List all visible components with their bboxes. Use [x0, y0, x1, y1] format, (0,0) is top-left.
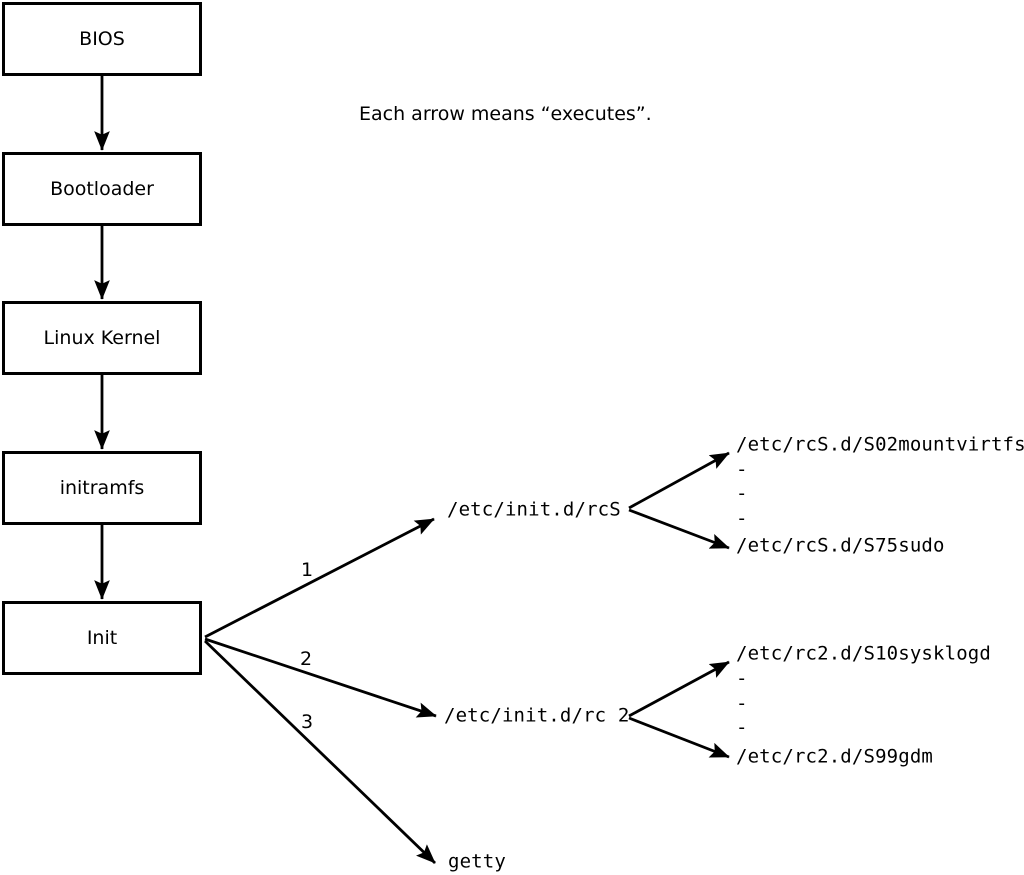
node-init: Init — [2, 601, 202, 675]
arrow-init-to-rc2 — [204, 637, 437, 718]
branch-label-3: 3 — [300, 711, 314, 733]
ellipsis-dash: - — [736, 507, 748, 530]
arrow-rcs-to-s02mountvirtfs — [628, 451, 730, 510]
branch-label-2: 2 — [299, 648, 313, 670]
branch-label-1: 1 — [300, 559, 314, 581]
arrow-rcs-to-s75sudo — [628, 508, 730, 550]
node-bootloader-label: Bootloader — [50, 178, 154, 200]
node-initramfs-label: initramfs — [59, 477, 145, 499]
node-bootloader: Bootloader — [2, 152, 202, 226]
node-s75sudo: /etc/rcS.d/S75sudo — [736, 534, 945, 557]
node-rc2-script: /etc/init.d/rc 2 — [444, 704, 630, 727]
arrow-init-to-rcs — [204, 517, 435, 639]
ellipsis-dash: - — [736, 692, 748, 715]
ellipsis-dash: - — [736, 458, 748, 481]
legend-note: Each arrow means “executes”. — [359, 103, 652, 125]
node-getty: getty — [448, 850, 506, 873]
node-bios: BIOS — [2, 2, 202, 76]
ellipsis-dash: - — [736, 716, 748, 739]
ellipsis-dash: - — [736, 482, 748, 505]
ellipsis-dash: - — [736, 667, 748, 690]
node-initramfs: initramfs — [2, 451, 202, 525]
arrow-rc2-to-s10sysklogd — [628, 660, 730, 718]
node-init-label: Init — [86, 627, 118, 649]
arrow-rc2-to-s99gdm — [628, 716, 730, 759]
node-s02mountvirtfs: /etc/rcS.d/S02mountvirtfs — [736, 433, 1024, 456]
arrow-init-to-getty — [204, 639, 436, 865]
node-linux-kernel: Linux Kernel — [2, 301, 202, 375]
node-s99gdm: /etc/rc2.d/S99gdm — [736, 745, 934, 768]
node-bios-label: BIOS — [79, 28, 125, 50]
node-rcs-script: /etc/init.d/rcS — [447, 498, 621, 521]
node-s10sysklogd: /etc/rc2.d/S10sysklogd — [736, 642, 991, 665]
node-linux-kernel-label: Linux Kernel — [43, 327, 161, 349]
